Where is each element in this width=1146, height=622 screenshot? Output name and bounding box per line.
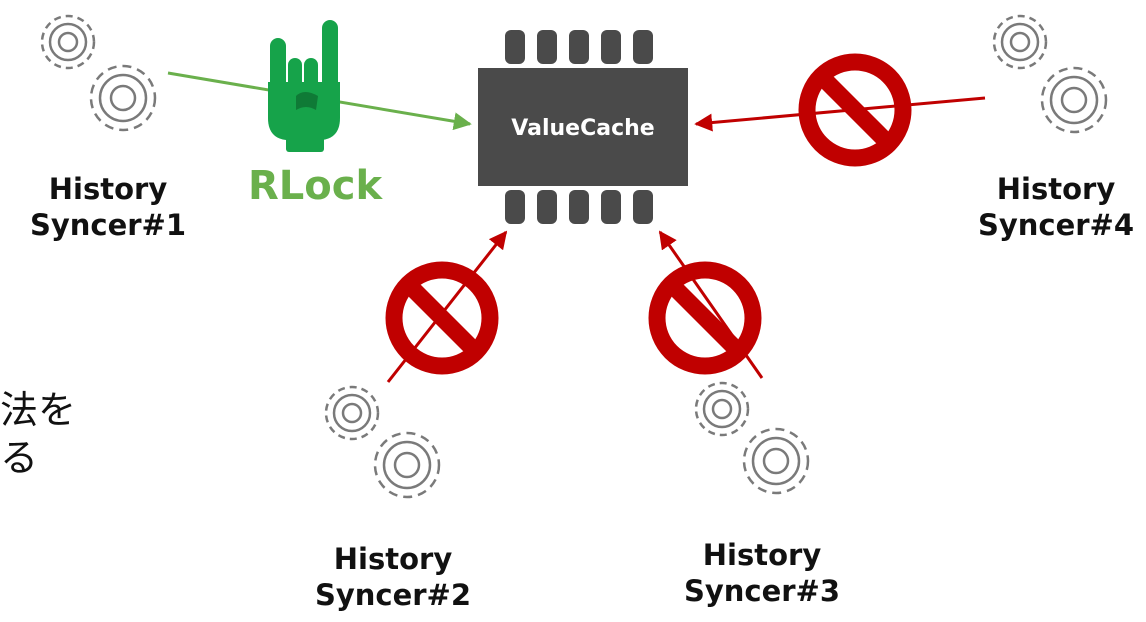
partial-text-line1: 法を xyxy=(0,388,77,432)
syncer-1-line1: History xyxy=(48,172,168,206)
rock-hand-icon xyxy=(268,20,340,152)
syncer-1-line2: Syncer#1 xyxy=(29,208,187,242)
syncer-2-label: History Syncer#2 xyxy=(293,541,493,613)
gears-icon xyxy=(324,385,441,499)
syncer-4-line1: History xyxy=(996,172,1116,206)
syncer-2-line2: Syncer#2 xyxy=(314,578,472,612)
gears-icon xyxy=(992,14,1108,134)
partial-japanese-text: 法を る xyxy=(0,386,76,482)
syncer-3-label: History Syncer#3 xyxy=(662,537,862,609)
value-cache-chip: ValueCache xyxy=(478,30,688,224)
prohibition-icon xyxy=(648,261,762,375)
chip-pins-bottom xyxy=(505,190,653,224)
gears-icon xyxy=(694,381,810,495)
syncer-2-line1: History xyxy=(333,542,453,576)
rlock-label: RLock xyxy=(248,163,383,209)
syncer-3-line1: History xyxy=(702,538,822,572)
prohibition-icon xyxy=(385,261,499,375)
arrow-syncer4-to-cache xyxy=(694,96,986,132)
syncer-1-label: History Syncer#1 xyxy=(18,171,198,243)
chip-body xyxy=(478,68,688,186)
syncer-3-line2: Syncer#3 xyxy=(683,574,841,608)
syncer-4-line2: Syncer#4 xyxy=(977,208,1135,242)
partial-text-line2: る xyxy=(0,436,39,480)
prohibition-icon xyxy=(798,53,912,167)
chip-label: ValueCache xyxy=(511,116,654,141)
chip-pins-top xyxy=(505,30,653,64)
syncer-4-label: History Syncer#4 xyxy=(966,171,1146,243)
gears-icon xyxy=(40,14,157,132)
